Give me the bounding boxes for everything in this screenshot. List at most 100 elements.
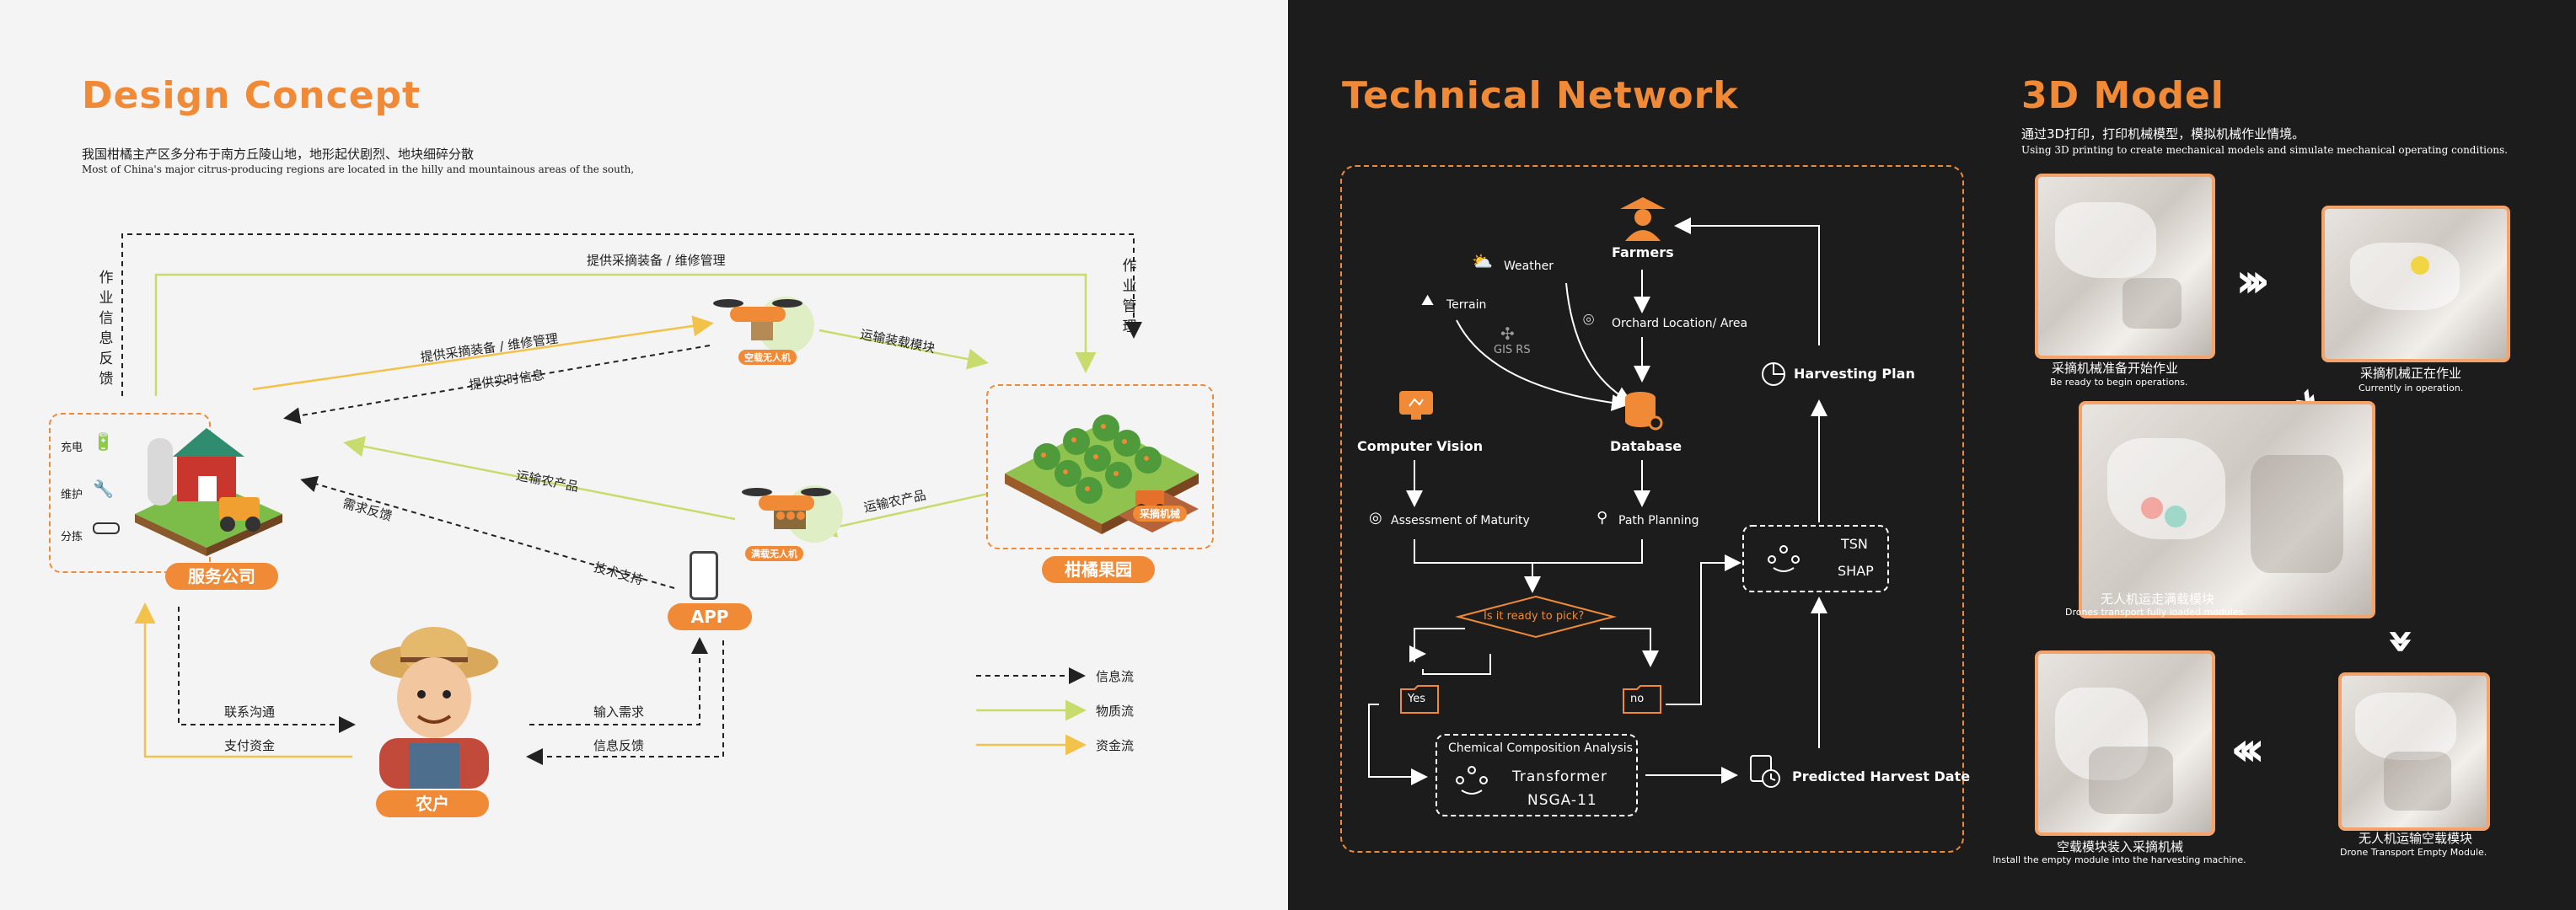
legend-funds: 资金流: [1096, 738, 1135, 753]
info-feedback-label: 信息反馈: [593, 738, 645, 753]
maturity-icon: ◎: [1369, 509, 1382, 527]
farmer-label: 农户: [376, 790, 489, 817]
3d-model-title: 3D Model: [2021, 74, 2224, 117]
transformer-label: Transformer: [1512, 768, 1608, 785]
ai-model-icon: [1456, 766, 1488, 795]
monitor-icon: [1399, 391, 1433, 420]
decision-label: Is it ready to pick?: [1484, 610, 1585, 623]
model-photo-drone-full: [2079, 401, 2375, 618]
caption-ready-en: Be ready to begin operations.: [2050, 377, 2188, 388]
weather-icon: ⛅: [1472, 251, 1493, 271]
caption-drone-empty-en: Drone Transport Empty Module.: [2340, 847, 2487, 858]
info-feedback-line: [526, 640, 724, 765]
gis-label: GIS RS: [1494, 344, 1531, 356]
caption-install-cn: 空载模块装入采摘机械: [2057, 839, 2184, 854]
right-vertical-label: 作业管理: [1122, 258, 1137, 335]
path-planning-label: Path Planning: [1618, 514, 1699, 527]
satellite-icon: ✣: [1500, 324, 1515, 344]
route-icon: ⚲: [1597, 509, 1608, 527]
outer-info-loop: [121, 233, 1142, 396]
service-feature-maintain: 维护: [61, 489, 83, 501]
chevron-down-icon: ››: [2375, 627, 2430, 644]
assessment-label: Assessment of Maturity: [1391, 514, 1530, 527]
design-subtitle-cn: 我国柑橘主产区多分布于南方丘陵山地，地形起伏剧烈、地块细碎分散: [82, 147, 475, 162]
input-demand-line: [529, 637, 708, 725]
farmer-illustration: [370, 627, 498, 789]
predicted-date-label: Predicted Harvest Date: [1792, 768, 1971, 784]
caption-drone-full-en: Drones transport fully loaded modules.: [2065, 607, 2246, 618]
app-label[interactable]: APP: [668, 603, 752, 630]
service-feature-charge: 充电: [61, 442, 83, 454]
caption-drone-empty-cn: 无人机运输空载模块: [2359, 831, 2473, 846]
caption-install-en: Install the empty module into the harves…: [1993, 854, 2246, 865]
farm-illustration: [135, 428, 282, 556]
full-drone-badge: 满载无人机: [745, 546, 803, 561]
technical-network-title: Technical Network: [1342, 74, 1739, 117]
farmers-label: Farmers: [1612, 244, 1674, 260]
caption-drone-full-cn: 无人机运走满载模块: [2101, 592, 2215, 607]
payment-line: [134, 602, 352, 758]
battery-icon: 🔋: [93, 431, 114, 452]
flow-connectors: [121, 233, 1142, 765]
orchard-illustration: [1005, 415, 1199, 534]
caption-operating-cn: 采摘机械正在作业: [2360, 366, 2462, 381]
design-subtitle-en: Most of China's major citrus-producing r…: [82, 163, 635, 175]
pie-chart-icon: [1762, 362, 1785, 386]
chem-box: [1436, 734, 1638, 816]
nsga-label: NSGA-11: [1527, 792, 1597, 809]
transport-produce-right-line: [815, 492, 989, 538]
realtime-info-line: [283, 345, 711, 425]
no-folder-icon: [1623, 685, 1661, 714]
yes-folder-icon: [1400, 685, 1439, 714]
equipment-supply-line: [154, 273, 1097, 396]
model-photo-operating: [2321, 206, 2510, 362]
service-feature-sort: 分拣: [61, 531, 83, 543]
caption-operating-en: Currently in operation.: [2359, 383, 2464, 393]
database-icon: [1625, 392, 1663, 431]
model-subtitle-en: Using 3D printing to create mechanical m…: [2021, 144, 2508, 156]
design-concept-title: Design Concept: [82, 74, 421, 117]
network-box: [1340, 165, 1964, 853]
tsn-label: TSN: [1841, 536, 1868, 552]
chevron-right-icon: ›››: [2235, 254, 2270, 308]
model-photo-drone-empty: [2338, 672, 2490, 831]
database-label: Database: [1610, 438, 1682, 454]
machine-badge: 采摘机械: [1133, 506, 1188, 522]
dark-panel: Technical Network: [1288, 0, 2576, 910]
left-vertical-label: 作业信息反馈: [99, 270, 114, 388]
pink-fruit-icon: [2141, 497, 2163, 519]
no-label: no: [1630, 693, 1645, 705]
terrain-icon: ⛰: [1421, 292, 1435, 309]
farmer-icon: [1620, 197, 1666, 241]
orchard-box: [986, 384, 1214, 549]
network-connectors: [1368, 217, 1889, 816]
legend-material: 物质流: [1096, 704, 1135, 719]
transport-empty-line: [818, 329, 989, 370]
model-photo-install: [2035, 650, 2215, 836]
caption-ready-cn: 采摘机械准备开始作业: [2052, 361, 2179, 376]
model-photo-ready: [2035, 174, 2215, 359]
phone-icon: [690, 551, 718, 600]
conveyor-icon: [93, 522, 120, 534]
calendar-clock-icon: [1750, 755, 1780, 788]
transport-produce-line: [343, 436, 736, 521]
input-demand-label: 输入需求: [593, 704, 645, 720]
green-fruit-icon: [2165, 506, 2187, 527]
weather-label: Weather: [1504, 260, 1554, 273]
design-concept-panel: Design Concept 我国柑橘主产区多分布于南方丘陵山地，地形起伏剧烈、…: [49, 74, 1214, 817]
computer-vision-label: Computer Vision: [1357, 438, 1484, 454]
shap-label: SHAP: [1838, 563, 1874, 579]
full-drone-illustration: [742, 485, 843, 543]
network-model-icon: [1768, 545, 1800, 572]
harvesting-plan-label: Harvesting Plan: [1794, 366, 1915, 382]
tsn-box: [1742, 525, 1889, 592]
decision-diamond: [1455, 595, 1617, 639]
empty-drone-illustration: [713, 297, 814, 354]
model-subtitle-cn: 通过3D打印，打印机械模型，模拟机械作业情境。: [2021, 126, 2305, 142]
contact-line: [178, 607, 356, 733]
chevron-left-icon: ›››: [2242, 722, 2266, 777]
terrain-label: Terrain: [1446, 298, 1487, 312]
payment-label: 支付资金: [224, 738, 276, 753]
yes-label: Yes: [1408, 693, 1425, 705]
empty-drone-badge: 空载无人机: [738, 350, 797, 365]
